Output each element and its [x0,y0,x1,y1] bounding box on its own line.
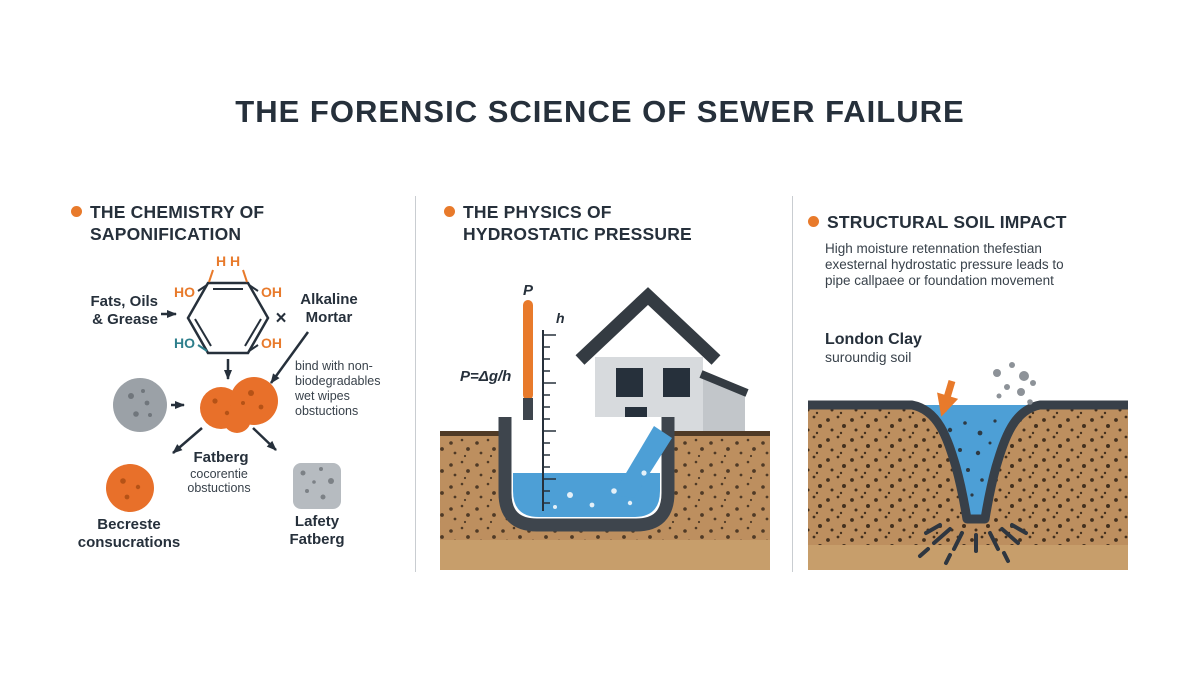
soil-body-line1: High moisture retennation thefestian [825,241,1042,256]
soil-illustration [808,362,1128,570]
chemistry-illustration: H H HO OH HO OH Fats, Oils & Grease × Al… [78,253,381,551]
chemistry-heading-line1: THE CHEMISTRY OF [90,202,265,222]
soil-body-line2: exesternal hydrostatic pressure leads to [825,256,1064,272]
pressure-formula: P=Δg/h [460,368,511,385]
bullet-dot-icon [444,206,455,217]
soil-heading-text: STRUCTURAL SOIL IMPACT [827,212,1067,232]
bond-line-icon [197,284,208,292]
cracks [918,523,1028,565]
physics-heading-line1: THE PHYSICS OF [463,202,612,222]
lafety-label-line1: Lafety [295,513,340,530]
fatberg-label: Fatberg [193,449,248,466]
physics-illustration: P h P=Δg/h [440,282,770,570]
panel-divider-left [415,196,416,572]
bullet-dot-icon [71,206,82,217]
annex-roof [699,370,749,397]
bind-note-line3: wet wipes [294,389,350,403]
bond-line-icon [248,284,259,292]
double-bond-icon [244,318,262,347]
surface-lining [808,400,1128,524]
bond-line-icon [242,269,248,283]
fatberg-blobs [200,377,278,433]
double-bond-icon [194,318,212,347]
concrete-block [293,463,341,509]
chemistry-heading-text: THE CHEMISTRY OF SAPONIFICATION [90,201,264,246]
benzene-ring [186,281,270,355]
diagonal-arrow-icon [269,331,310,384]
height-symbol: h [556,310,565,326]
bond-line-icon [208,269,214,283]
clay-sub-label: suroundig soil [825,349,912,365]
soil-body-text: High moisture retennation thefestian exe… [825,241,1125,289]
bond-line-icon [248,344,259,352]
physics-heading-line2: HYDROSTATIC PRESSURE [463,224,692,245]
chemistry-heading: THE CHEMISTRY OF SAPONIFICATION [71,201,264,246]
bullet-dot-icon [808,216,819,227]
fatberg-note-line1: cocorentie [190,467,248,481]
down-left-arrow-icon [172,427,203,454]
pressure-tube [523,300,533,400]
hex-top-right-label: OH [261,284,282,300]
becreste-label-line2: consucrations [78,534,181,551]
ground-base [440,540,770,570]
physics-heading: THE PHYSICS OF HYDROSTATIC PRESSURE [444,201,692,246]
house [575,287,749,433]
hex-top-label: H H [216,253,240,269]
alkaline-label-line1: Alkaline [300,291,358,308]
bind-note-line1: bind with non- [295,359,373,373]
hex-bottom-right-label: OH [261,335,282,351]
becreste-label-line1: Becreste [97,516,160,533]
pressure-tube-base [523,398,533,420]
water-inflow [613,426,672,498]
panel-chemistry: THE CHEMISTRY OF SAPONIFICATION H H HO O… [55,195,395,580]
house-roof [575,287,721,365]
bind-note-line4: obstuctions [295,404,358,418]
grease-blob-gray [113,378,167,432]
down-right-arrow-icon [252,427,277,451]
main-title: THE FORENSIC SCIENCE OF SEWER FAILURE [235,94,965,129]
house-window [663,368,690,397]
soil-heading: STRUCTURAL SOIL IMPACT [808,211,1067,233]
clay-label: London Clay [825,331,922,348]
lafety-label-line2: Fatberg [289,531,344,548]
alkaline-label-line2: Mortar [306,309,353,326]
panel-soil: STRUCTURAL SOIL IMPACT High moisture ret… [800,195,1135,580]
bind-note-line2: biodegradables [295,374,381,388]
panel-divider-right [792,196,793,572]
pressure-arrow-icon [937,379,959,417]
clay-label-block: London Clay suroundig soil [825,331,922,365]
fats-label-line1: Fats, Oils [90,293,158,310]
physics-heading-text: THE PHYSICS OF HYDROSTATIC PRESSURE [463,201,692,246]
times-sign: × [275,308,286,329]
house-window [616,368,643,397]
fatberg-note-line2: obstuctions [187,481,250,495]
panel-physics: THE PHYSICS OF HYDROSTATIC PRESSURE [420,195,790,580]
soil-base [808,545,1128,570]
fatberg-blob-small [106,464,154,512]
hex-bottom-left-label: HO [174,335,195,351]
soil-body-line3: pipe callpaee or foundation movement [825,272,1054,288]
ruler-ticks [543,334,556,504]
chemistry-heading-line2: SAPONIFICATION [90,224,242,245]
bond-line-icon [197,344,208,352]
water-bubbles [553,470,647,509]
sediment-dots [947,419,997,497]
hex-top-left-label: HO [174,284,195,300]
pressure-symbol: P [523,282,534,299]
fats-label-line2: & Grease [92,311,158,328]
debris-dots [993,362,1036,405]
